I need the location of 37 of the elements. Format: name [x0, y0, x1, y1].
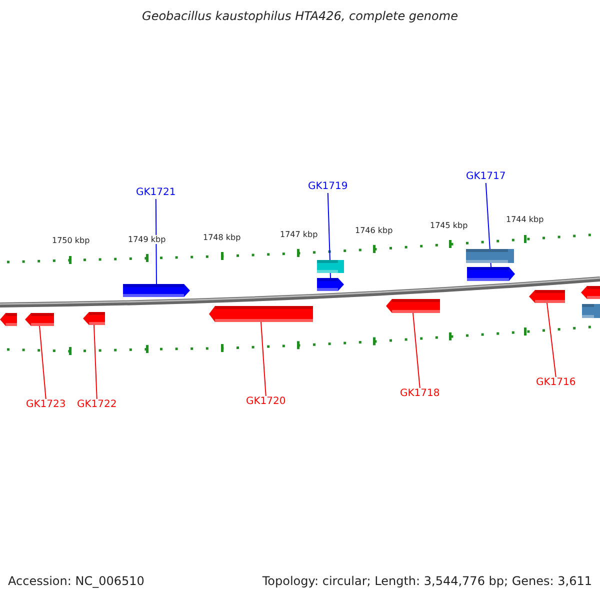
gene-block [581, 286, 600, 299]
gene-label: GK1719 [308, 181, 348, 193]
leader-line [546, 302, 556, 378]
scale-label: 1750 kbp [52, 236, 90, 245]
leader-line [39, 326, 46, 400]
gene-label: GK1718 [400, 388, 440, 400]
gene-block [123, 284, 190, 297]
scale-label: 1745 kbp [430, 221, 468, 230]
gene-label: GK1720 [246, 396, 286, 408]
feature-bar [582, 304, 600, 318]
feature-bar [317, 260, 344, 273]
gene-block [529, 290, 565, 303]
gene-block [317, 278, 344, 291]
gene-label: GK1723 [26, 399, 66, 411]
gene-block [209, 306, 313, 322]
gene-block [25, 313, 54, 326]
scale-label: 1748 kbp [203, 233, 241, 242]
gene-label: GK1717 [466, 171, 506, 183]
scale-label: 1749 kbp [128, 235, 166, 244]
gene-block [83, 312, 105, 325]
scale-label: 1747 kbp [280, 230, 318, 239]
gene-label: GK1716 [536, 377, 576, 389]
gene-block [0, 313, 17, 326]
feature-bar [466, 249, 514, 263]
leader-line [94, 324, 98, 400]
title: Geobacillus kaustophilus HTA426, complete genome [141, 9, 459, 23]
gene-label: GK1722 [77, 399, 117, 411]
leader-line [412, 312, 420, 388]
gene-block [467, 267, 515, 281]
gene-block [386, 299, 440, 313]
scale-label: 1746 kbp [355, 226, 393, 235]
leader-line [260, 322, 266, 396]
genome-info-text: Topology: circular; Length: 3,544,776 bp; Genes: 3,611 [262, 574, 592, 588]
leader-line [155, 198, 157, 284]
scale-label: 1744 kbp [506, 215, 544, 224]
accession-text: Accession: NC_006510 [8, 574, 144, 588]
gene-label: GK1721 [136, 187, 176, 199]
